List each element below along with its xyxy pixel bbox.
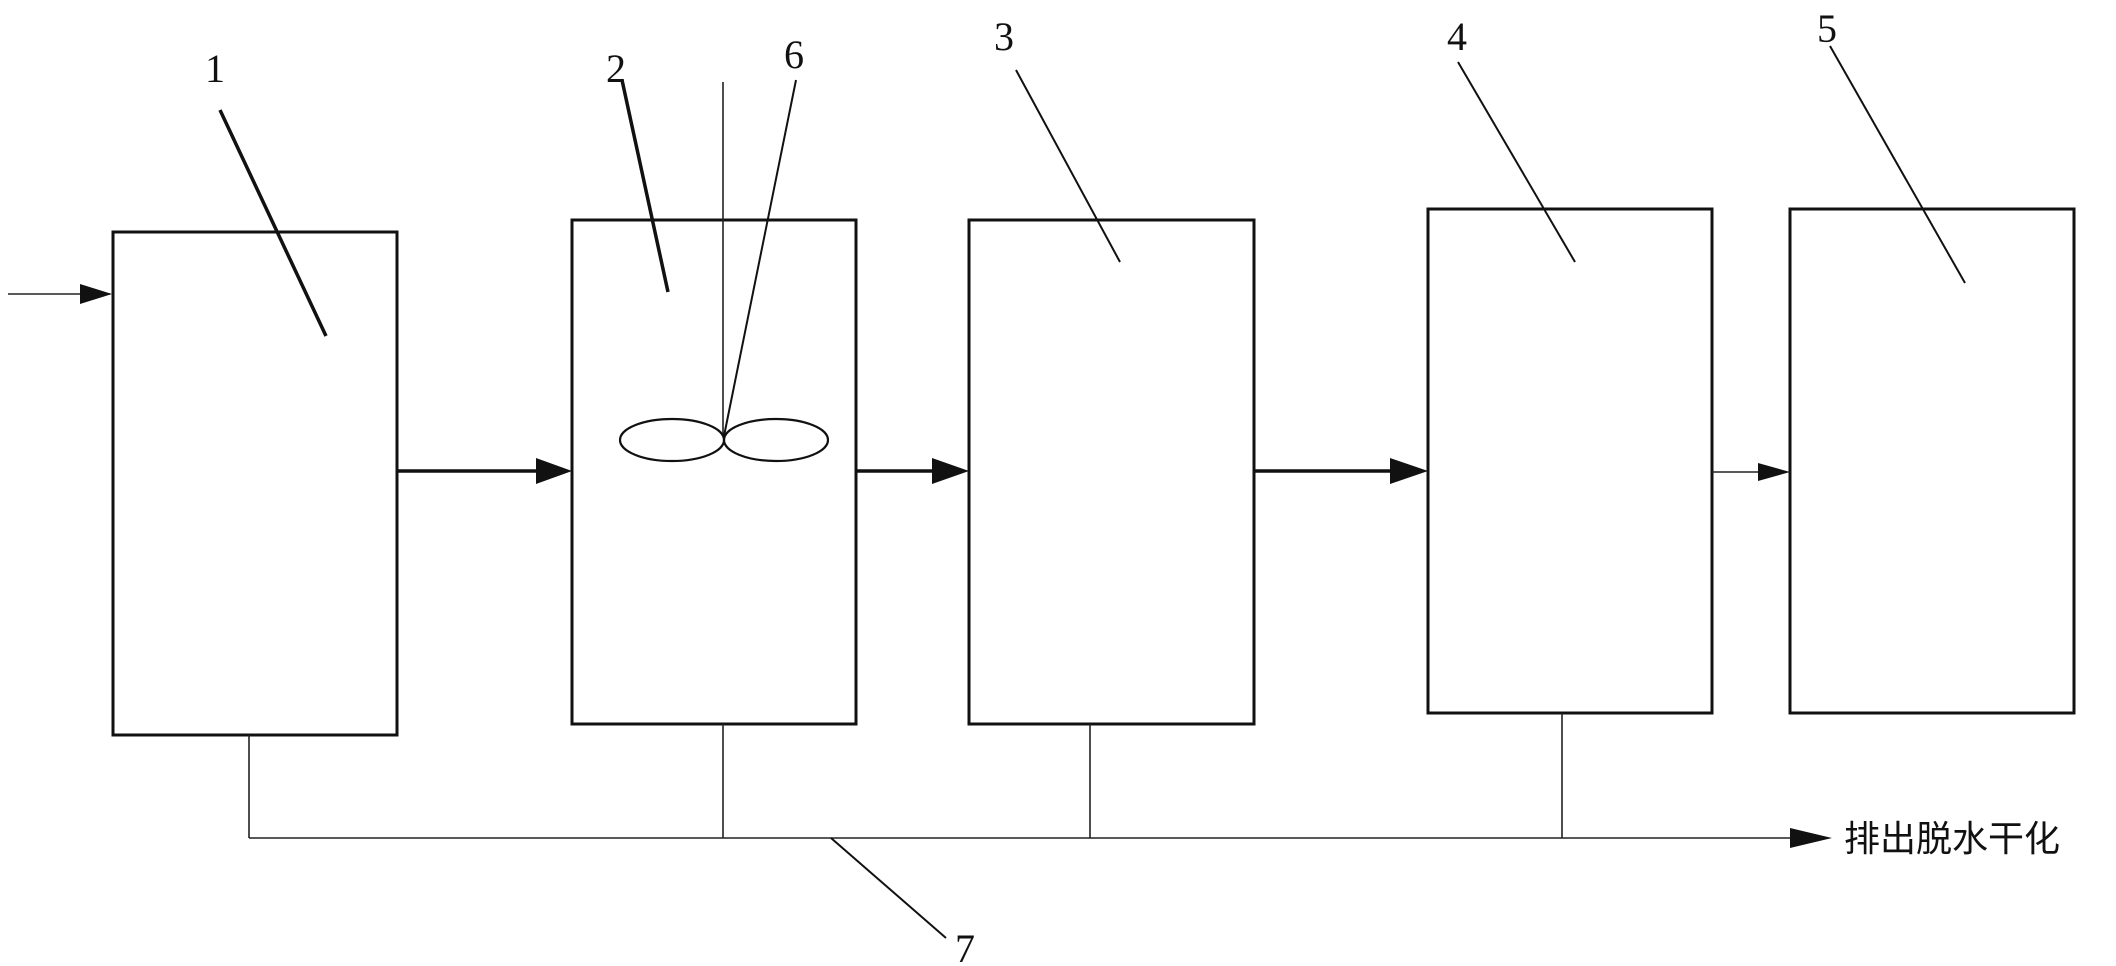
output-label: 排出脱水干化 [1844, 819, 2060, 860]
tank-1 [111, 230, 399, 737]
leader-4 [1457, 61, 1576, 263]
leader-7 [830, 837, 947, 939]
label-tank-4: 4 [1447, 14, 1467, 59]
label-stirrer: 6 [784, 32, 804, 77]
label-tank-3: 3 [994, 14, 1014, 59]
label-tank-5: 5 [1817, 6, 1837, 51]
tank-4 [1426, 207, 1714, 715]
leader-1 [218, 109, 328, 337]
flow-arrowhead-4-5 [1758, 463, 1790, 481]
inlet-arrowhead [80, 284, 112, 304]
tank-2 [570, 218, 858, 726]
label-drain-pipe: 7 [955, 926, 975, 966]
flow-arrowhead-2-3 [932, 458, 969, 484]
impeller-blade-right [722, 417, 830, 463]
leader-5 [1829, 45, 1966, 284]
tank-3 [967, 218, 1256, 726]
leader-2 [620, 79, 670, 293]
flow-arrowhead-1-2 [536, 458, 572, 484]
tank-5 [1788, 207, 2076, 715]
drain-arrowhead [1790, 828, 1832, 848]
leader-3 [1015, 69, 1121, 263]
leader-6 [723, 79, 797, 437]
label-tank-2: 2 [606, 46, 626, 91]
flow-arrowhead-3-4 [1390, 458, 1428, 484]
label-tank-1: 1 [205, 46, 225, 91]
